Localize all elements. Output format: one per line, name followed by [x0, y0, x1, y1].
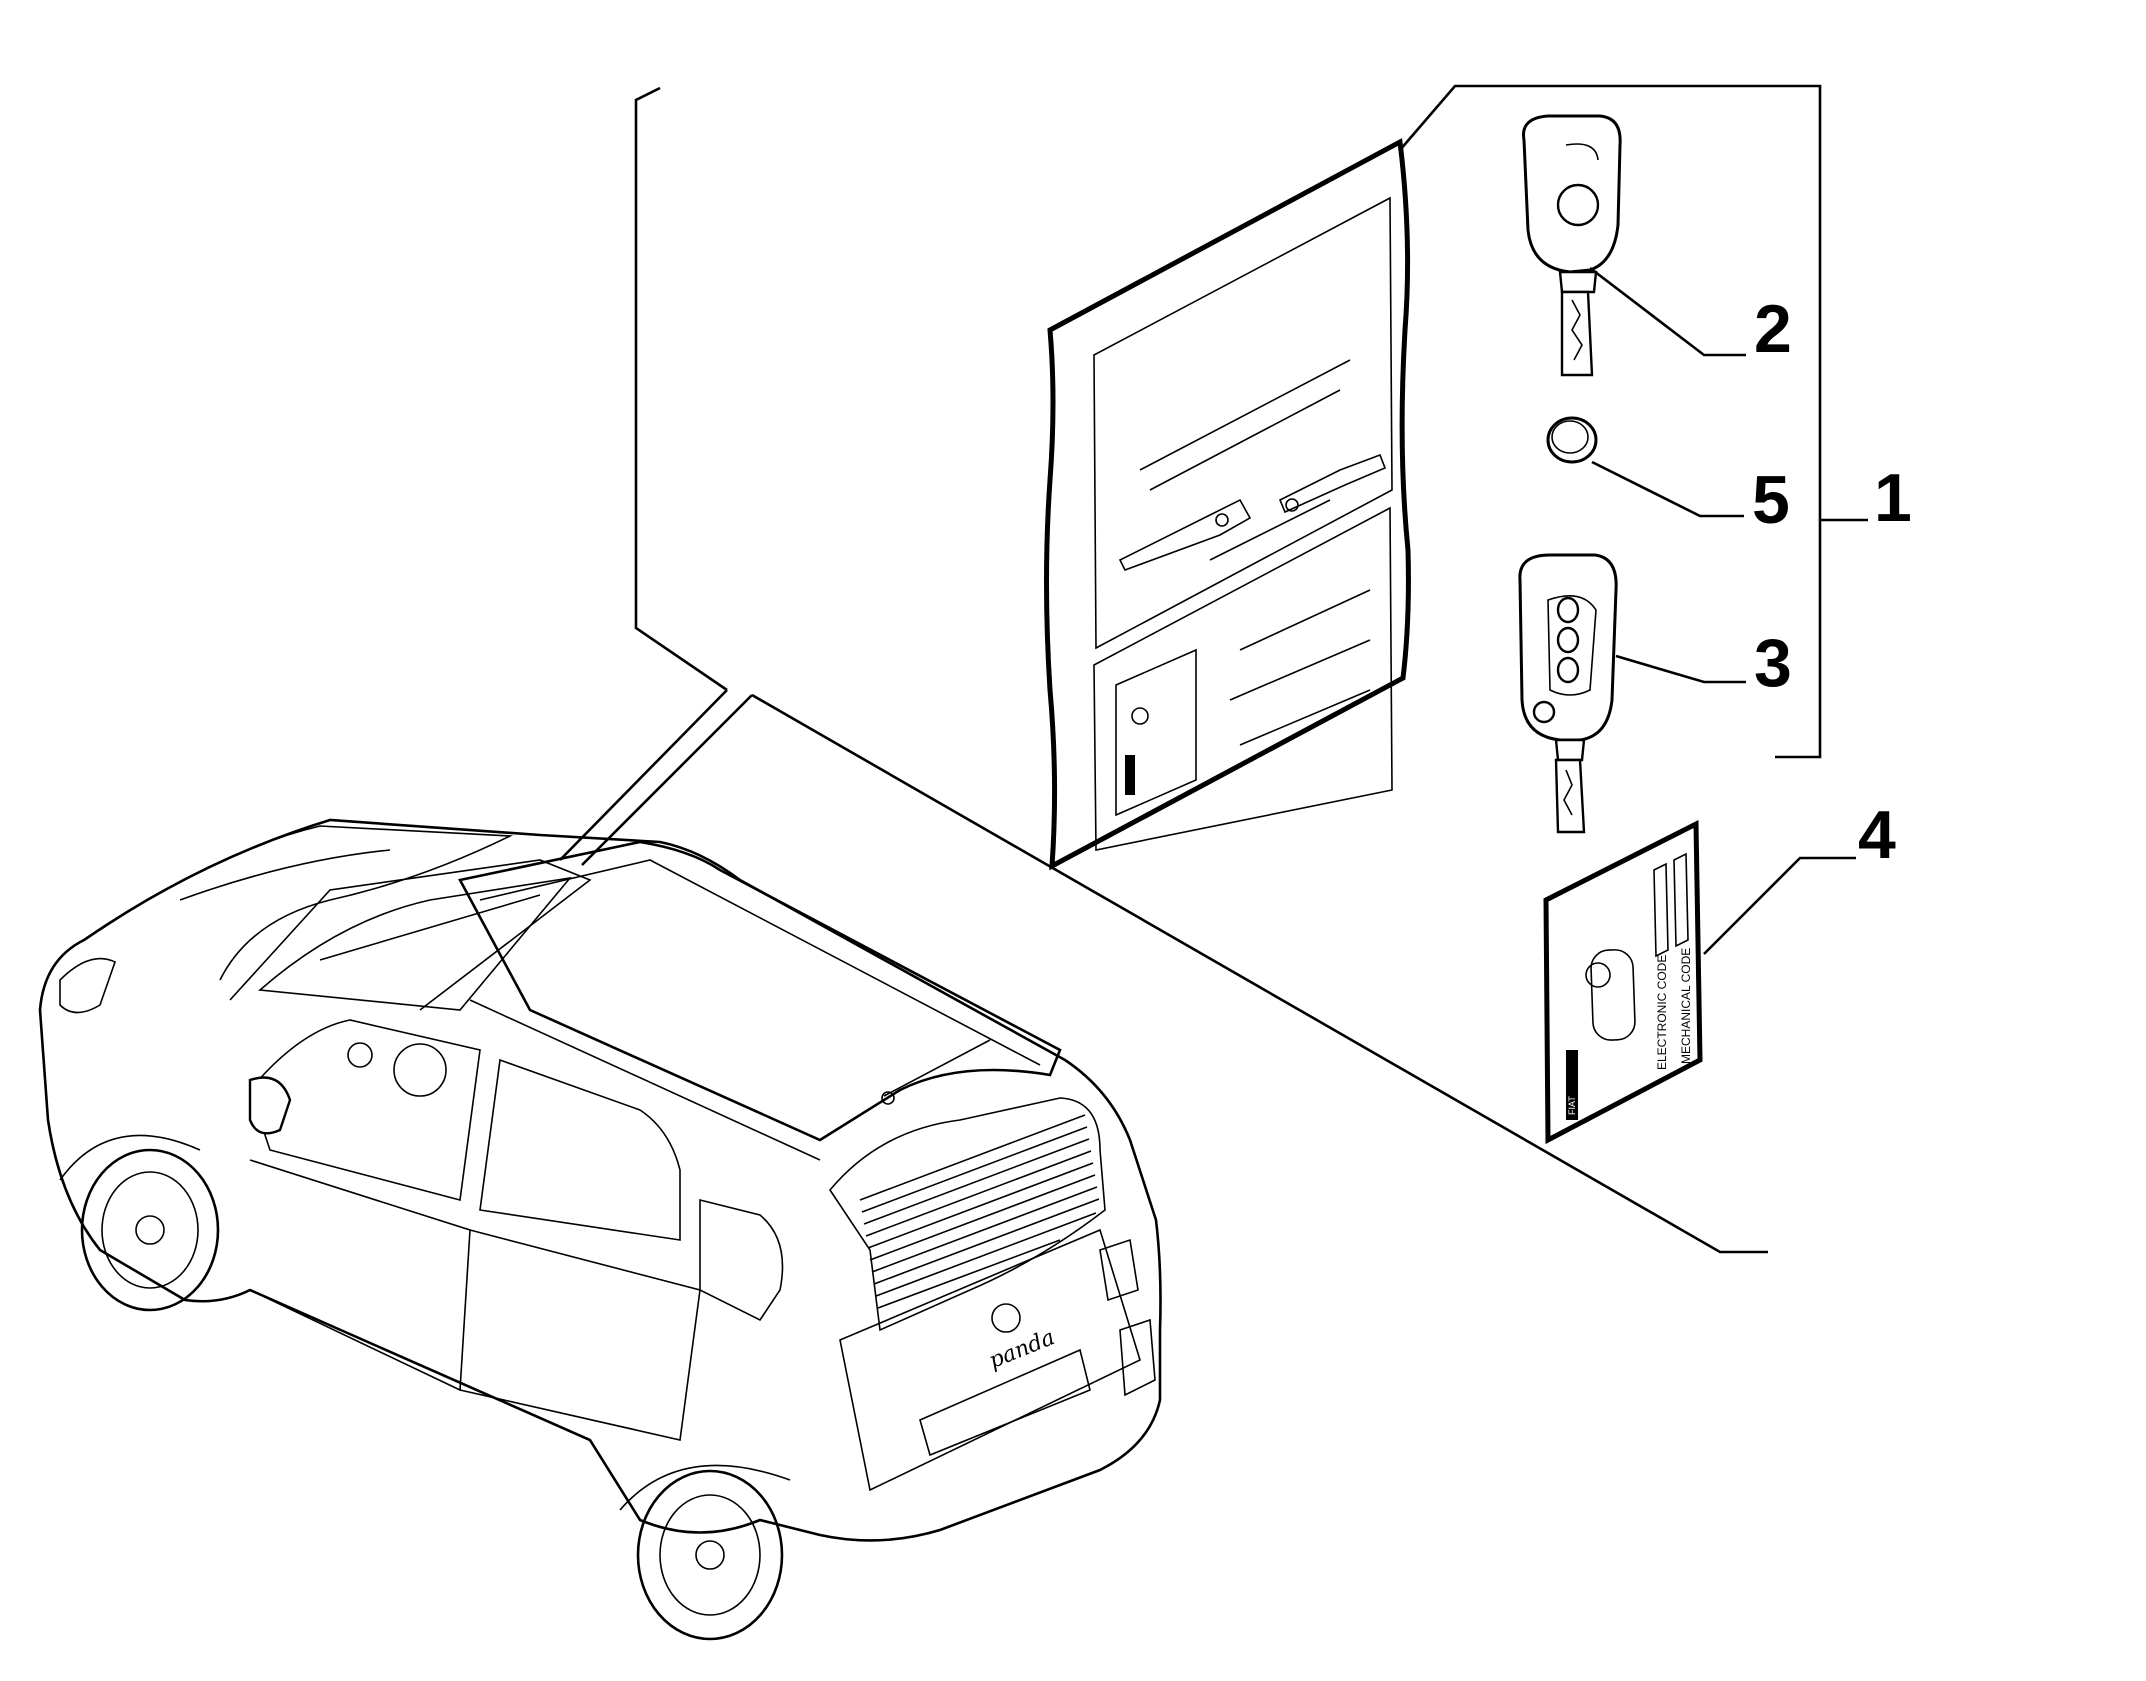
- vehicle-badge: panda: [985, 1325, 1058, 1374]
- key-kit-package: [1044, 138, 1411, 871]
- battery-cell: [1546, 416, 1598, 464]
- blade-key: [1522, 114, 1622, 377]
- frame-lines: [559, 84, 1868, 1254]
- flip-key-remote: [1518, 553, 1618, 834]
- callout-4: 4: [1858, 797, 1896, 873]
- callout-1: 1: [1874, 460, 1912, 536]
- callout-5: 5: [1752, 462, 1790, 538]
- callout-leaders: [1589, 266, 1856, 955]
- code-card: ELECTRONIC CODE MECHANICAL CODE FIAT: [1543, 819, 1703, 1145]
- card-mechanical-code-label: MECHANICAL CODE: [1679, 948, 1693, 1064]
- callout-3: 3: [1754, 625, 1792, 701]
- vehicle-drawing: panda: [38, 818, 1162, 1641]
- card-brand-label: FIAT: [1567, 1096, 1577, 1115]
- card-electronic-code-label: ELECTRONIC CODE: [1655, 955, 1669, 1070]
- callout-2: 2: [1754, 291, 1792, 367]
